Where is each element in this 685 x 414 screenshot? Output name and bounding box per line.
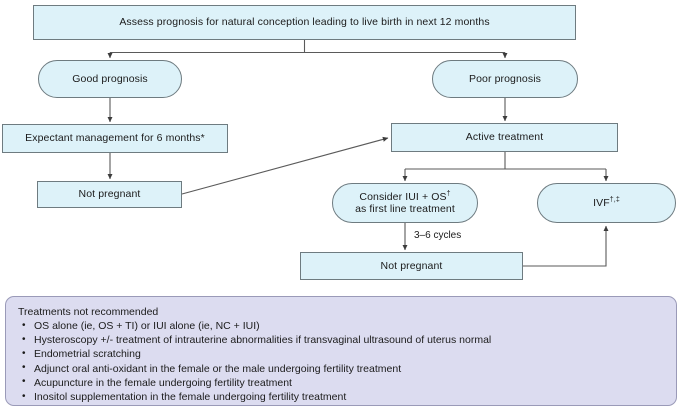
node-expectant-management[interactable]: Expectant management for 6 months* <box>2 124 228 153</box>
list-item: Inositol supplementation in the female u… <box>16 390 666 404</box>
list-item: Hysteroscopy +/- treatment of intrauteri… <box>16 333 666 347</box>
node-consider-iui-os[interactable]: Consider IUI + OS† as first line treatmen… <box>332 183 478 223</box>
node-ivf[interactable]: IVF†,‡ <box>537 183 676 223</box>
list-item: Endometrial scratching <box>16 347 666 361</box>
node-not-pregnant-bottom-label: Not pregnant <box>380 259 443 272</box>
node-not-pregnant-bottom[interactable]: Not pregnant <box>300 252 523 280</box>
node-expectant-management-label: Expectant management for 6 months* <box>25 132 205 145</box>
ivf-footnote-marks: †,‡ <box>609 196 620 204</box>
node-assess-prognosis[interactable]: Assess prognosis for natural conception … <box>33 5 576 40</box>
node-not-pregnant-left-label: Not pregnant <box>78 188 141 201</box>
node-not-pregnant-left[interactable]: Not pregnant <box>37 181 182 208</box>
list-item: Adjunct oral anti-oxidant in the female … <box>16 361 666 376</box>
list-item: OS alone (ie, OS + TI) or IUI alone (ie,… <box>16 318 666 333</box>
node-ivf-label: IVF†,‡ <box>587 196 626 210</box>
notes-title: Treatments not recommended <box>18 306 159 318</box>
ivf-text: IVF <box>593 196 610 209</box>
edge-label-cycles: 3–6 cycles <box>414 230 462 241</box>
node-assess-prognosis-label: Assess prognosis for natural conception … <box>119 16 490 29</box>
list-item: Acupuncture in the female undergoing fer… <box>16 375 666 390</box>
consider-iui-line2: as first line treatment <box>355 203 455 215</box>
node-good-prognosis[interactable]: Good prognosis <box>38 60 182 98</box>
treatments-not-recommended-box: Treatments not recommended OS alone (ie,… <box>5 296 677 406</box>
node-consider-iui-os-label: Consider IUI + OS† as first line treatmen… <box>349 190 461 216</box>
consider-iui-dagger: † <box>446 190 451 197</box>
node-poor-prognosis[interactable]: Poor prognosis <box>432 60 578 98</box>
notes-list: OS alone (ie, OS + TI) or IUI alone (ie,… <box>16 318 666 404</box>
consider-iui-line1: Consider IUI + OS <box>359 190 447 203</box>
node-good-prognosis-label: Good prognosis <box>72 72 148 85</box>
node-active-treatment[interactable]: Active treatment <box>391 123 618 152</box>
edge-notpregnant-ivf <box>523 225 609 267</box>
node-active-treatment-label: Active treatment <box>465 131 544 144</box>
node-poor-prognosis-label: Poor prognosis <box>468 72 542 85</box>
